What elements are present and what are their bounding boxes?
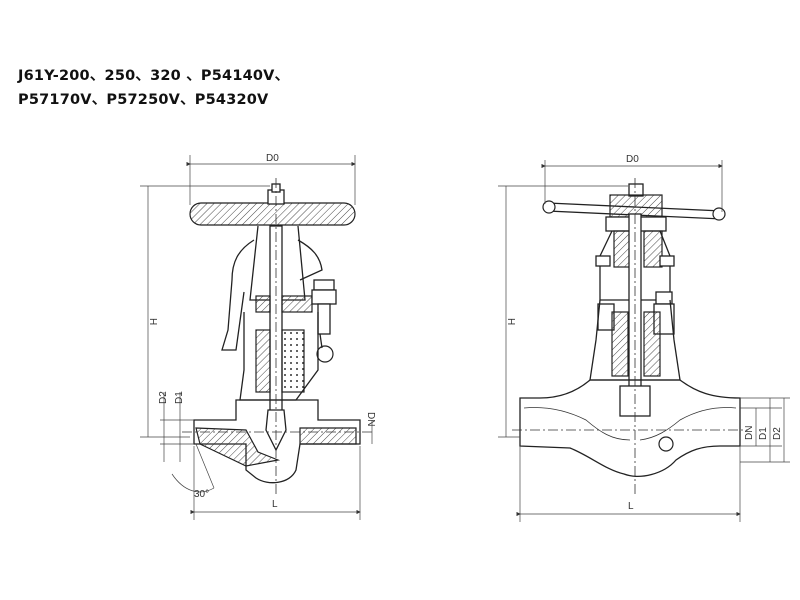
right-label-d2: D2 <box>772 427 783 440</box>
left-handwheel <box>189 202 356 226</box>
left-body <box>193 399 361 484</box>
right-label-d0: D0 <box>626 154 639 165</box>
left-lever-knob <box>316 345 334 363</box>
right-label-h: H <box>505 318 516 325</box>
right-label-dn: DN <box>744 426 755 440</box>
right-dimensions: D0 H DN D1 D2 L <box>498 154 790 522</box>
left-dimensions: D0 H D2 D1 DN L 30° <box>140 153 376 520</box>
right-top-nut <box>628 183 644 197</box>
title-line-1: J61Y-200、250、320 、P54140V、 <box>18 68 290 84</box>
right-side-view <box>512 178 748 496</box>
left-label-d2: D2 <box>158 391 169 404</box>
right-label-d1: D1 <box>758 427 769 440</box>
left-label-d0: D0 <box>266 153 279 164</box>
left-label-angle: 30° <box>194 489 209 500</box>
drawing-title: J61Y-200、250、320 、P54140V、 P57170V、P5725… <box>18 64 289 112</box>
left-gland-flange <box>281 295 313 313</box>
left-label-h: H <box>147 318 158 325</box>
right-label-l: L <box>628 501 634 512</box>
left-label-l: L <box>272 499 278 510</box>
left-label-dn: DN <box>365 412 376 426</box>
left-sectional-view <box>171 178 372 496</box>
left-label-d1: D1 <box>174 391 185 404</box>
title-line-2: P57170V、P57250V、P54320V <box>18 92 269 108</box>
left-yoke-arm <box>221 239 255 351</box>
right-body <box>519 379 741 477</box>
left-packing <box>281 329 305 393</box>
